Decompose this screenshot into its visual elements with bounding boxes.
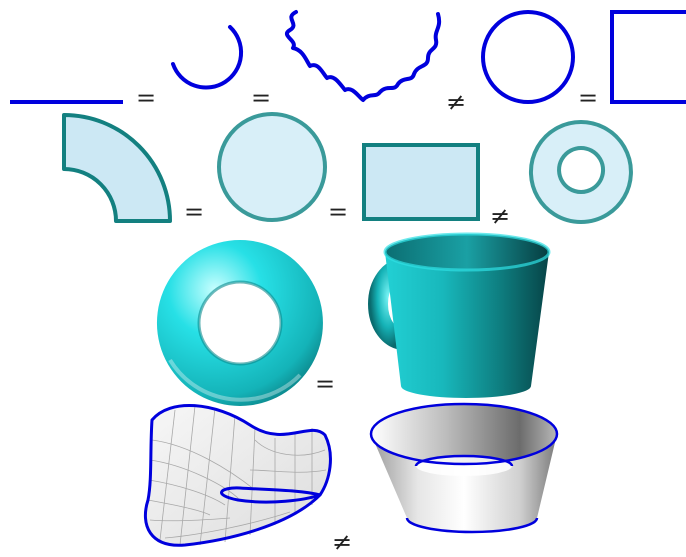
relation-symbol: = [578,84,598,112]
open-circle-arc-shape [173,27,241,88]
torus-3d-shape [157,240,323,406]
relation-symbol: ≠ [332,528,352,556]
relation-symbol: = [184,198,204,226]
relation-symbol: = [251,84,271,112]
row-2: = = ≠ [64,114,631,230]
relation-symbol: = [136,84,156,112]
relation-symbol: ≠ [446,88,466,116]
bowl-band-3d-shape [371,404,557,532]
wavy-curve-shape [287,12,439,100]
filled-rectangle-shape [364,145,478,219]
circle-outline-shape [483,12,573,102]
row-1: = = ≠ = [10,12,686,116]
relation-symbol: = [315,370,335,398]
filled-annulus-shape [531,122,631,222]
relation-symbol: = [328,198,348,226]
mobius-strip-shape [145,405,330,545]
row-4: ≠ [145,404,557,556]
coffee-mug-3d-shape [378,234,549,398]
row-3: = [157,234,549,406]
annulus-sector-shape [64,115,170,221]
relation-symbol: ≠ [490,202,510,230]
filled-disk-shape [219,114,325,220]
square-outline-shape [612,12,686,102]
